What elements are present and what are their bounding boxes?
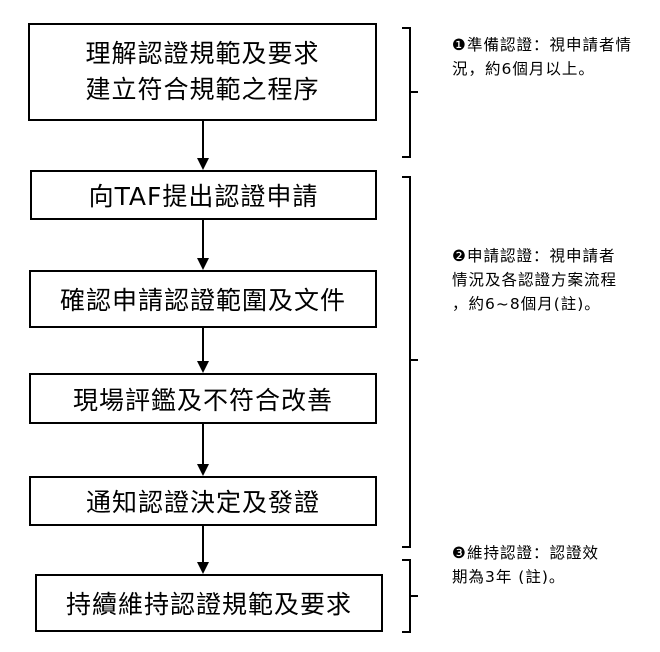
- phase-note-maintain-line-2: 期為3年 (註)。: [452, 568, 566, 586]
- phase-3-badge: ❸: [452, 544, 467, 562]
- phase-note-apply-line-2: 情況及各認證方案流程: [452, 271, 618, 289]
- step-assess-label: 現場評鑑及不符合改善: [72, 385, 333, 415]
- bracket-apply: [402, 176, 418, 548]
- phase-note-maintain: ❸維持認證：認證效 期為3年 (註)。: [452, 541, 656, 589]
- phase-note-prepare-line-1: 準備認證：視申請者情: [467, 36, 633, 54]
- step-assess: 現場評鑑及不符合改善: [29, 373, 377, 424]
- step-maintain: 持續維持認證規範及要求: [35, 574, 383, 632]
- step-understand-line-2: 建立符合規範之程序: [85, 75, 320, 104]
- step-understand-line-1: 理解認證規範及要求: [85, 39, 320, 68]
- phase-1-badge: ❶: [452, 36, 467, 54]
- step-confirm-label: 確認申請認證範圍及文件: [59, 286, 346, 315]
- bracket-maintain: [402, 559, 418, 633]
- phase-note-prepare: ❶準備認證：視申請者情 況，約6個月以上。: [452, 33, 656, 81]
- phase-note-apply: ❷申請認證：視申請者 情況及各認證方案流程 ，約6~8個月(註)。: [452, 244, 656, 316]
- step-apply-label: 向TAF提出認證申請: [88, 182, 319, 211]
- phase-note-apply-line-1: 申請認證：視申請者: [467, 247, 616, 265]
- phase-note-apply-line-3: ，約6~8個月(註)。: [452, 295, 601, 313]
- step-maintain-label: 持續維持認證規範及要求: [65, 590, 352, 619]
- step-decide-label: 通知認證決定及發證: [85, 488, 320, 517]
- step-apply: 向TAF提出認證申請: [30, 170, 377, 220]
- phase-2-badge: ❷: [452, 247, 467, 265]
- step-decide: 通知認證決定及發證: [29, 476, 377, 526]
- phase-note-maintain-line-1: 維持認證：認證效: [467, 544, 600, 562]
- step-understand: 理解認證規範及要求 建立符合規範之程序: [28, 23, 377, 121]
- step-confirm: 確認申請認證範圍及文件: [29, 270, 377, 328]
- phase-note-prepare-line-2: 況，約6個月以上。: [452, 60, 595, 78]
- bracket-prepare: [402, 27, 418, 158]
